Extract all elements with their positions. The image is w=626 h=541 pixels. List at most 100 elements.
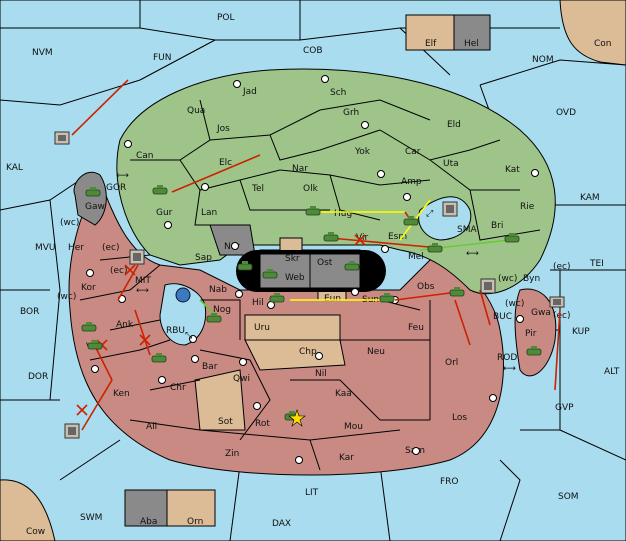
svg-text:Nar: Nar	[292, 164, 308, 174]
label-ost: Ost	[317, 258, 333, 268]
ship-icon[interactable]	[480, 278, 496, 294]
svg-text:Sap: Sap	[195, 253, 212, 263]
svg-text:Eun: Eun	[324, 294, 341, 304]
label-kup: KUP	[572, 327, 590, 337]
svg-text:Grh: Grh	[343, 108, 359, 118]
hub-ost[interactable]	[309, 253, 361, 289]
double-arrow-icon: ⟷	[466, 249, 479, 259]
svg-text:Feu: Feu	[408, 323, 424, 333]
ship-icon[interactable]	[442, 201, 458, 217]
svg-text:Byn: Byn	[523, 274, 540, 284]
double-arrow-icon: ⟷	[136, 286, 149, 296]
ship-icon[interactable]	[64, 423, 80, 439]
tank-icon[interactable]	[427, 243, 443, 253]
svg-text:Elc: Elc	[219, 158, 232, 168]
province-gaw[interactable]	[73, 172, 107, 226]
province-orn[interactable]	[166, 489, 216, 527]
svg-text:Jos: Jos	[216, 124, 230, 134]
label-cob: COB	[303, 46, 323, 56]
province-chp[interactable]	[244, 339, 346, 371]
label-orn: Orn	[187, 517, 203, 527]
label-sma: SMA	[457, 225, 477, 235]
province-aba[interactable]	[124, 489, 168, 527]
tank-icon[interactable]	[449, 287, 465, 297]
svg-text:Ken: Ken	[113, 389, 130, 399]
svg-text:Nog: Nog	[213, 305, 231, 315]
tank-icon[interactable]	[152, 185, 168, 195]
label-kam: KAM	[580, 193, 600, 203]
svg-text:Qua: Qua	[187, 106, 205, 116]
supply-centers	[86, 75, 539, 464]
province-sot[interactable]	[194, 369, 246, 431]
svg-text:Los: Los	[452, 413, 467, 423]
tank-icon[interactable]	[151, 353, 167, 363]
label-som: SOM	[558, 492, 579, 502]
label-nvm: NVM	[32, 48, 53, 58]
tank-icon[interactable]	[526, 346, 542, 356]
passage-arrows: ⟷ ⟷ ⟷ ⟷ ⤡ ⤢	[116, 171, 516, 374]
province-hel[interactable]	[453, 14, 491, 51]
svg-text:Zin: Zin	[225, 449, 239, 459]
tank-icon[interactable]	[344, 261, 360, 271]
svg-text:Nab: Nab	[209, 285, 227, 295]
tank-icon[interactable]	[81, 322, 97, 332]
svg-text:(ec): (ec)	[553, 262, 571, 272]
label-buc: BUC	[493, 312, 512, 322]
double-arrow-icon: ⟷	[503, 364, 516, 374]
tank-icon[interactable]	[237, 261, 253, 271]
tank-icon[interactable]	[269, 293, 285, 303]
province-con[interactable]	[559, 0, 626, 66]
tank-icon[interactable]	[85, 187, 101, 197]
svg-text:Uta: Uta	[443, 159, 459, 169]
svg-text:Uru: Uru	[254, 323, 270, 333]
svg-text:Gwa: Gwa	[531, 308, 551, 318]
svg-text:Kat: Kat	[505, 165, 520, 175]
label-bor: BOR	[20, 307, 39, 317]
tank-icon[interactable]	[87, 340, 103, 350]
label-fun: FUN	[153, 53, 172, 63]
blue-unit-icon[interactable]	[175, 287, 191, 303]
svg-text:Con: Con	[594, 39, 612, 49]
fleets	[54, 131, 565, 439]
svg-text:Qwi: Qwi	[233, 374, 250, 384]
label-nom: NOM	[532, 55, 554, 65]
svg-text:(ec): (ec)	[110, 266, 128, 276]
svg-text:(wc): (wc)	[505, 299, 524, 309]
tank-icon[interactable]	[504, 233, 520, 243]
tank-icon[interactable]	[403, 216, 419, 226]
label-gvp: GVP	[555, 403, 574, 413]
province-rbu[interactable]	[159, 283, 207, 346]
label-swm: SWM	[80, 513, 102, 523]
province-sma[interactable]	[418, 196, 472, 241]
svg-text:Sch: Sch	[330, 88, 346, 98]
label-pol: POL	[217, 13, 235, 23]
ship-icon[interactable]	[54, 131, 70, 145]
svg-text:Chr: Chr	[170, 383, 186, 393]
tank-icon[interactable]	[262, 269, 278, 279]
svg-text:Yok: Yok	[354, 147, 371, 157]
tank-icon[interactable]	[323, 232, 339, 242]
svg-text:Kaa: Kaa	[335, 389, 352, 399]
tank-icon[interactable]	[206, 313, 222, 323]
svg-text:Kor: Kor	[81, 283, 96, 293]
province-pir[interactable]	[514, 288, 557, 377]
ship-icon[interactable]	[129, 249, 145, 265]
label-web: Web	[285, 273, 305, 283]
svg-text:(ec): (ec)	[102, 243, 120, 253]
tank-icon[interactable]	[305, 206, 321, 216]
svg-text:(wc): (wc)	[57, 292, 76, 302]
svg-text:Neu: Neu	[367, 347, 385, 357]
tank-icon[interactable]	[379, 293, 395, 303]
svg-text:Skr: Skr	[285, 254, 300, 264]
ship-icon[interactable]	[549, 296, 565, 308]
svg-text:(ec): (ec)	[553, 311, 571, 321]
label-gor: GOR	[106, 183, 126, 193]
svg-text:Rot: Rot	[255, 419, 270, 429]
svg-text:Hug: Hug	[334, 209, 352, 219]
label-dax: DAX	[272, 519, 291, 529]
svg-text:Bar: Bar	[202, 362, 218, 372]
svg-text:Esm: Esm	[388, 232, 407, 242]
svg-text:Chp: Chp	[299, 347, 317, 357]
svg-text:Bri: Bri	[491, 221, 503, 231]
